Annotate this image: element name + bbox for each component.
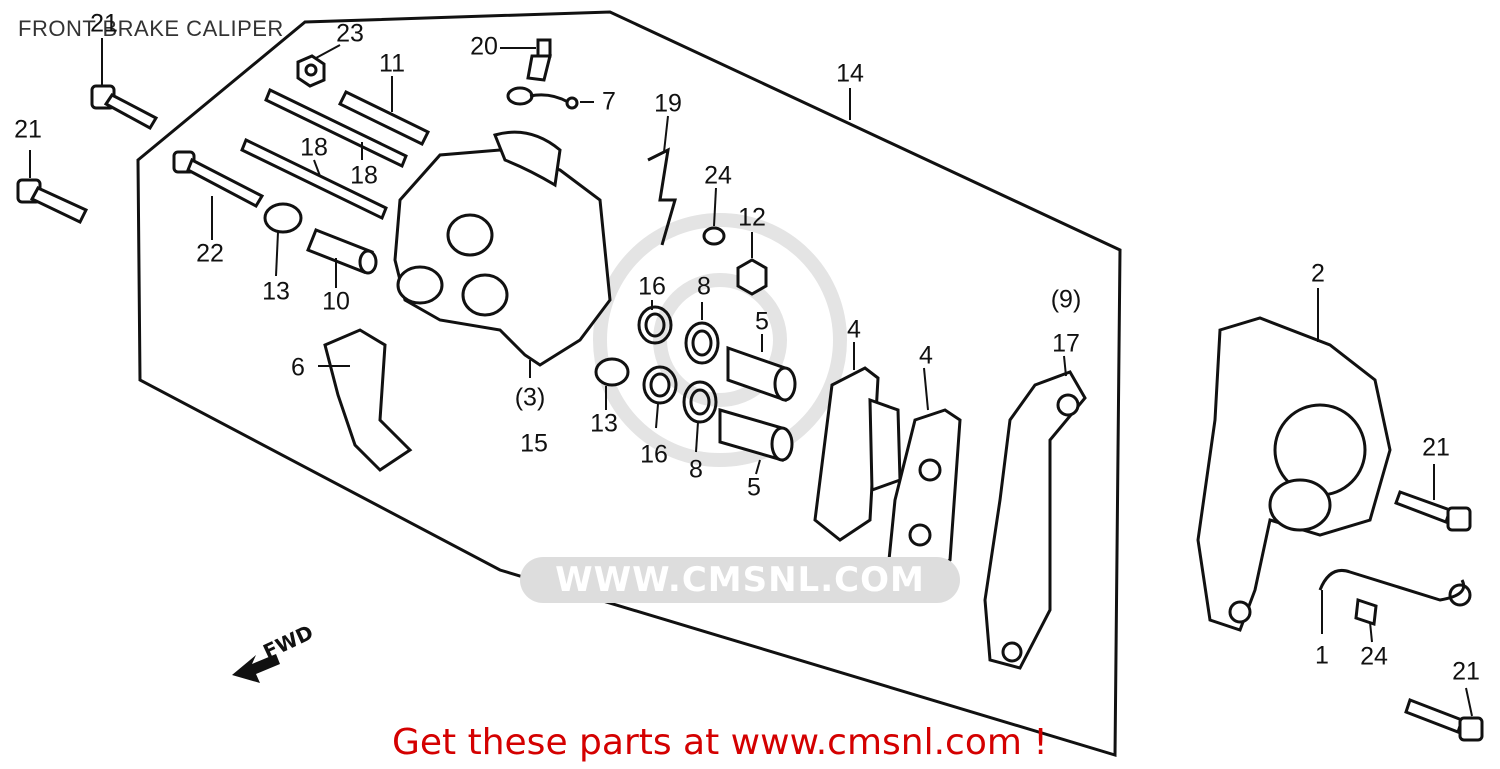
sleeve-10 bbox=[306, 228, 378, 275]
callout-21-right: 21 bbox=[1422, 433, 1450, 462]
watermark-emblem bbox=[593, 213, 847, 467]
seal-16-upper bbox=[637, 305, 673, 345]
callout-16-upper: 16 bbox=[638, 272, 666, 301]
caliper-body-15 bbox=[393, 130, 612, 367]
bracket-6 bbox=[323, 328, 413, 472]
watermark-text: WWW.CMSNL.COM bbox=[520, 557, 960, 603]
seal-8-upper bbox=[684, 321, 720, 365]
callout-7: 7 bbox=[602, 87, 616, 116]
seal-16-lower bbox=[642, 365, 678, 405]
callout-23: 23 bbox=[336, 19, 364, 48]
callout-21-bottom: 21 bbox=[1452, 657, 1480, 686]
callout-4-right: 4 bbox=[919, 341, 933, 370]
brake-pad-4-left bbox=[813, 366, 902, 542]
leader-lines bbox=[29, 38, 1473, 717]
spring-clip-1 bbox=[1318, 569, 1472, 607]
callout-8-lower: 8 bbox=[689, 455, 703, 484]
bolt-21-top-left bbox=[90, 84, 159, 131]
seal-8-lower bbox=[682, 380, 718, 424]
callout-21-top: 21 bbox=[90, 9, 118, 38]
callout-1: 1 bbox=[1315, 641, 1329, 670]
callout-4-left: 4 bbox=[847, 315, 861, 344]
callout-24-upper: 24 bbox=[704, 161, 732, 190]
caliper-assembly-2 bbox=[1196, 316, 1392, 632]
callout-13-lower: 13 bbox=[590, 409, 618, 438]
callout-18-upper: 18 bbox=[300, 133, 328, 162]
callout-16-lower: 16 bbox=[640, 440, 668, 469]
bracket-17 bbox=[983, 370, 1087, 670]
callout-9: (9) bbox=[1050, 285, 1082, 314]
callout-12: 12 bbox=[738, 203, 766, 232]
plug-12 bbox=[736, 258, 768, 296]
piston-5-upper bbox=[726, 345, 797, 403]
pin-18-upper bbox=[264, 87, 408, 169]
page-title: FRONT BRAKE CALIPER bbox=[18, 16, 284, 41]
piston-5-lower bbox=[718, 408, 794, 462]
cap-7 bbox=[506, 86, 579, 110]
callout-24-lower: 24 bbox=[1360, 642, 1388, 671]
callout-13-upper: 13 bbox=[262, 277, 290, 306]
callout-5-lower: 5 bbox=[747, 473, 761, 502]
callout-3: (3) bbox=[514, 383, 546, 412]
boot-13-lower bbox=[594, 357, 630, 387]
callout-14: 14 bbox=[836, 59, 864, 88]
fwd-arrow-icon bbox=[232, 654, 280, 683]
bolt-21-right bbox=[1394, 490, 1472, 532]
callout-15: 15 bbox=[520, 429, 548, 458]
spring-19 bbox=[647, 147, 677, 246]
bolt-22 bbox=[172, 150, 265, 208]
callout-19: 19 bbox=[654, 89, 682, 118]
nut-23 bbox=[296, 54, 326, 88]
callout-8-upper: 8 bbox=[697, 272, 711, 301]
screw-24-upper bbox=[702, 226, 726, 246]
bleeder-20 bbox=[526, 38, 552, 82]
callout-18-lower: 18 bbox=[350, 161, 378, 190]
callout-5-upper: 5 bbox=[755, 307, 769, 336]
footer-link-text[interactable]: Get these parts at www.cmsnl.com ! bbox=[392, 722, 1048, 763]
boot-13-upper bbox=[263, 202, 303, 234]
callout-20: 20 bbox=[470, 32, 498, 61]
callout-11: 11 bbox=[379, 49, 405, 78]
callout-2: 2 bbox=[1311, 259, 1325, 288]
pin-11 bbox=[337, 90, 431, 146]
callout-6: 6 bbox=[291, 353, 305, 382]
callout-21-left: 21 bbox=[14, 115, 42, 144]
callout-17: 17 bbox=[1052, 329, 1080, 358]
screw-24-lower bbox=[1354, 597, 1378, 627]
bolt-21-left bbox=[16, 178, 89, 224]
callout-22: 22 bbox=[196, 239, 224, 268]
assembly-outline bbox=[136, 10, 1122, 758]
pin-18-lower bbox=[240, 137, 388, 221]
bolt-21-bottom-right bbox=[1404, 698, 1484, 742]
callout-10: 10 bbox=[322, 287, 350, 316]
